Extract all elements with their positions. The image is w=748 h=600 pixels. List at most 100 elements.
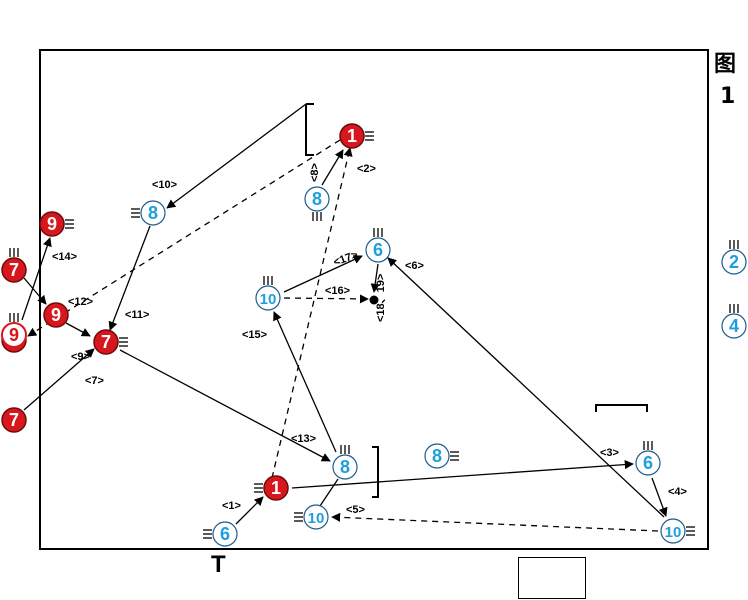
figure-title-number: 1 <box>720 84 736 109</box>
step-label: <17> <box>332 249 360 269</box>
line-18 <box>370 263 380 293</box>
player-marker-b6-mid: 6 <box>365 228 391 263</box>
line-11 <box>108 225 151 331</box>
player-number: 2 <box>729 252 739 272</box>
bracket-marks <box>305 103 648 498</box>
player-circle <box>635 450 661 476</box>
player-circle <box>1 257 27 283</box>
line-5 <box>331 512 659 532</box>
player-number: 9 <box>51 305 61 325</box>
player-number: 6 <box>643 453 653 473</box>
line-13b <box>319 478 339 507</box>
step-label: <9> <box>71 351 90 363</box>
line-2 <box>271 147 353 479</box>
player-marker-b8-upper: 8 <box>131 200 166 226</box>
player-marker-r1-top: 1 <box>339 123 374 149</box>
ball <box>369 295 379 305</box>
line-15 <box>23 348 95 411</box>
player-number: 8 <box>312 189 322 209</box>
player-number: 6 <box>220 524 230 544</box>
player-marker-b10-bottom: 10 <box>294 504 329 530</box>
step-label: <10> <box>152 179 177 191</box>
line-1 <box>235 496 264 525</box>
movement-lines <box>21 103 668 532</box>
player-circle <box>39 211 65 237</box>
player-marker-b4-side: 4 <box>721 304 747 339</box>
step-label: <18、19> <box>375 274 387 322</box>
figure-title-char: 图 <box>714 52 737 77</box>
player-number: 9 <box>47 214 57 234</box>
player-number: 10 <box>308 510 325 527</box>
player-circle <box>660 518 686 544</box>
player-tick-marks <box>294 512 303 522</box>
player-circle <box>721 249 747 275</box>
player-tick-marks <box>373 228 383 237</box>
player-number: 8 <box>340 457 350 477</box>
player-number: 7 <box>9 410 19 430</box>
step-label: <8> <box>309 163 321 182</box>
step-label: <4> <box>668 486 687 498</box>
player-number: 10 <box>665 524 682 541</box>
line-12b <box>23 277 47 305</box>
step-label: <3> <box>600 447 619 459</box>
player-tick-marks <box>643 441 653 450</box>
player-circle <box>263 475 289 501</box>
player-tick-marks <box>131 208 140 218</box>
player-tick-marks <box>203 529 212 539</box>
step-label: <6> <box>405 260 424 272</box>
player-tick-marks <box>254 483 263 493</box>
line-14 <box>21 237 52 321</box>
player-number: 6 <box>373 240 383 260</box>
step-labels: <1> <2> <3> <4> <5> <6> <7> <8> <9> <10>… <box>52 163 687 516</box>
player-tick-marks <box>9 248 19 257</box>
line-4 <box>651 477 668 517</box>
player-tick-marks <box>686 526 695 536</box>
step-label: <2> <box>357 163 376 175</box>
player-marker-r7-center: 7 <box>93 329 128 355</box>
line-7 <box>119 349 331 462</box>
line-8 <box>321 149 344 186</box>
player-circle <box>255 285 281 311</box>
player-marker-r7-left-top: 7 <box>1 248 27 283</box>
player-marker-b6-right: 6 <box>635 441 661 476</box>
player-circle <box>303 504 329 530</box>
bottom-t-mark: T <box>211 551 226 578</box>
player-circle <box>93 329 119 355</box>
player-tick-marks <box>312 212 322 221</box>
player-number: 1 <box>271 478 281 498</box>
player-marker-b2-side: 2 <box>721 240 747 275</box>
player-marker-b8-lower: 8 <box>424 443 459 469</box>
player-tick-marks <box>119 337 128 347</box>
player-tick-marks <box>365 131 374 141</box>
step-label: <5> <box>346 504 365 516</box>
player-circle <box>1 322 27 348</box>
players-layer: 11199977788886661010102453 <box>1 123 747 593</box>
player-marker-b10-mid: 10 <box>255 276 281 311</box>
player-marker-r9-top: 9 <box>39 211 74 237</box>
player-tick-marks <box>450 451 459 461</box>
step-label: <15> <box>242 329 267 341</box>
player-number: 1 <box>347 126 357 146</box>
player-number: 4 <box>729 316 739 336</box>
player-marker-b6-bottom: 6 <box>203 521 238 547</box>
player-number: 10 <box>260 291 277 308</box>
line-12 <box>65 322 91 337</box>
player-marker-b8-right: 8 <box>332 445 358 480</box>
player-circle <box>721 313 747 339</box>
step-label: <14> <box>52 251 77 263</box>
player-circle <box>424 443 450 469</box>
player-number: 7 <box>9 260 19 280</box>
player-tick-marks <box>263 276 273 285</box>
player-marker-r7-left-bottom: 7 <box>1 407 27 433</box>
player-marker-b8-top: 8 <box>304 186 330 221</box>
player-marker-b10-right: 10 <box>660 518 695 544</box>
player-circle <box>43 302 69 328</box>
legend-box <box>518 557 586 599</box>
player-number: 7 <box>101 332 111 352</box>
line-13 <box>273 311 337 453</box>
step-label: <1> <box>222 500 241 512</box>
player-circle <box>332 454 358 480</box>
step-label: <11> <box>125 309 149 321</box>
player-tick-marks <box>729 240 739 249</box>
line-6 <box>387 257 665 518</box>
